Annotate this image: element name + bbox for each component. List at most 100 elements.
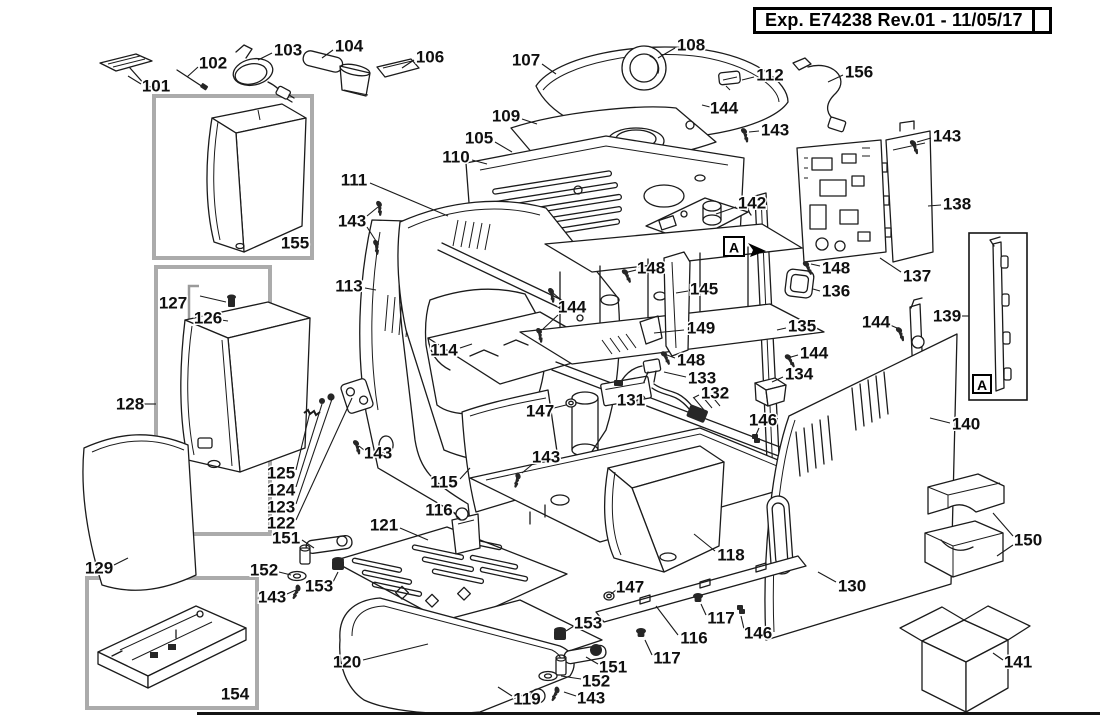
part-145-bracket — [663, 251, 691, 357]
callout-145: 145 — [690, 280, 718, 299]
callout-125: 125 — [267, 464, 295, 483]
callout-144: 144 — [800, 344, 829, 363]
part-103-power-cord — [232, 44, 295, 103]
callout-118: 118 — [717, 546, 744, 565]
callout-113: 113 — [335, 277, 362, 296]
callout-123: 123 — [267, 498, 295, 517]
callout-119: 119 — [513, 690, 540, 709]
callout-151: 151 — [272, 529, 300, 548]
callout-152: 152 — [582, 672, 610, 691]
callout-140: 140 — [952, 415, 980, 434]
callout-108: 108 — [677, 36, 705, 55]
view-a-marker: A — [972, 374, 992, 394]
svg-text:A: A — [729, 240, 739, 256]
part-139-rail — [989, 236, 1012, 392]
svg-text:A: A — [977, 377, 987, 393]
housing-vent-hatch — [384, 294, 410, 338]
callout-138: 138 — [943, 195, 971, 214]
callout-148: 148 — [677, 351, 705, 370]
callout-109: 109 — [492, 107, 520, 126]
callout-127: 127 — [159, 294, 187, 313]
revision-title-end-cell — [1031, 10, 1049, 31]
part-153-grommet-upper — [332, 557, 344, 570]
callout-147: 147 — [526, 402, 554, 421]
view-a-arrow-icon — [748, 243, 766, 257]
callout-155: 155 — [281, 234, 309, 253]
callout-154: 154 — [221, 685, 250, 704]
part-152-washer-upper — [287, 570, 307, 582]
callout-143: 143 — [577, 689, 605, 708]
part-101-brush — [99, 53, 159, 89]
callout-144: 144 — [862, 313, 891, 332]
part-128-water-tank — [180, 301, 311, 473]
callout-146: 146 — [744, 624, 772, 643]
callout-110: 110 — [442, 148, 469, 167]
callout-143: 143 — [338, 212, 366, 231]
revision-title-box: Exp. E74238 Rev.01 - 11/05/17 — [753, 7, 1052, 34]
part-137-circuit-board — [796, 139, 887, 263]
part-149-bracket — [639, 315, 663, 345]
part-108-lid-knob — [621, 45, 667, 91]
callout-137: 137 — [903, 267, 931, 286]
callout-152: 152 — [250, 561, 278, 580]
callout-104: 104 — [335, 37, 364, 56]
callout-114: 114 — [430, 341, 458, 360]
callout-111: 111 — [341, 171, 368, 190]
callout-106: 106 — [416, 48, 444, 67]
callout-143: 143 — [933, 127, 961, 146]
panel-vents-left — [795, 415, 833, 477]
part-118-dregs-container — [603, 445, 725, 573]
part-102-pin-tool — [176, 69, 209, 91]
callout-144: 144 — [710, 99, 739, 118]
view-a-marker: A — [723, 236, 766, 257]
callout-156: 156 — [845, 63, 873, 82]
part-150-packing-foam — [924, 473, 1005, 578]
callout-132: 132 — [701, 384, 729, 403]
callout-141: 141 — [1004, 653, 1032, 672]
callout-151: 151 — [599, 658, 627, 677]
callout-117: 117 — [707, 609, 734, 628]
callout-101: 101 — [142, 77, 170, 96]
callout-105: 105 — [465, 129, 493, 148]
callout-122: 122 — [267, 514, 295, 533]
box-155 — [152, 94, 314, 260]
callout-116: 116 — [425, 501, 452, 520]
part-122-125-valve-bits — [303, 378, 374, 417]
part-116-rail-lower — [595, 555, 807, 623]
part-136-gasket — [784, 268, 815, 299]
callout-146: 146 — [749, 411, 777, 430]
part-121-drip-grid — [332, 526, 568, 627]
callout-117: 117 — [653, 649, 680, 668]
callout-143: 143 — [532, 448, 560, 467]
callout-143: 143 — [364, 444, 392, 463]
view-a-markers: AA — [723, 236, 992, 394]
callout-142: 142 — [738, 194, 766, 213]
part-133-thermostat — [614, 358, 662, 386]
callout-144: 144 — [558, 298, 587, 317]
callout-148: 148 — [822, 259, 850, 278]
footer-rule — [197, 712, 1100, 715]
panel-vents-right — [851, 371, 889, 431]
callout-143: 143 — [258, 588, 286, 607]
callout-112: 112 — [756, 66, 783, 85]
callout-150: 150 — [1014, 531, 1042, 550]
callout-135: 135 — [788, 317, 816, 336]
part-152-washer-lower — [538, 670, 558, 682]
callout-134: 134 — [785, 365, 814, 384]
callout-133: 133 — [688, 369, 716, 388]
part-155-water-tank — [206, 103, 307, 253]
callout-121: 121 — [370, 516, 398, 535]
callout-149: 149 — [687, 319, 715, 338]
part-106-strip — [376, 58, 420, 78]
part-151-lever-lower — [555, 644, 607, 676]
revision-title-text: Exp. E74238 Rev.01 - 11/05/17 — [765, 10, 1023, 30]
callout-116: 116 — [680, 629, 707, 648]
callout-131: 131 — [617, 391, 645, 410]
callout-153: 153 — [574, 614, 602, 633]
callout-147: 147 — [616, 578, 644, 597]
callout-124: 124 — [267, 481, 296, 500]
part-112-clip — [718, 70, 741, 91]
